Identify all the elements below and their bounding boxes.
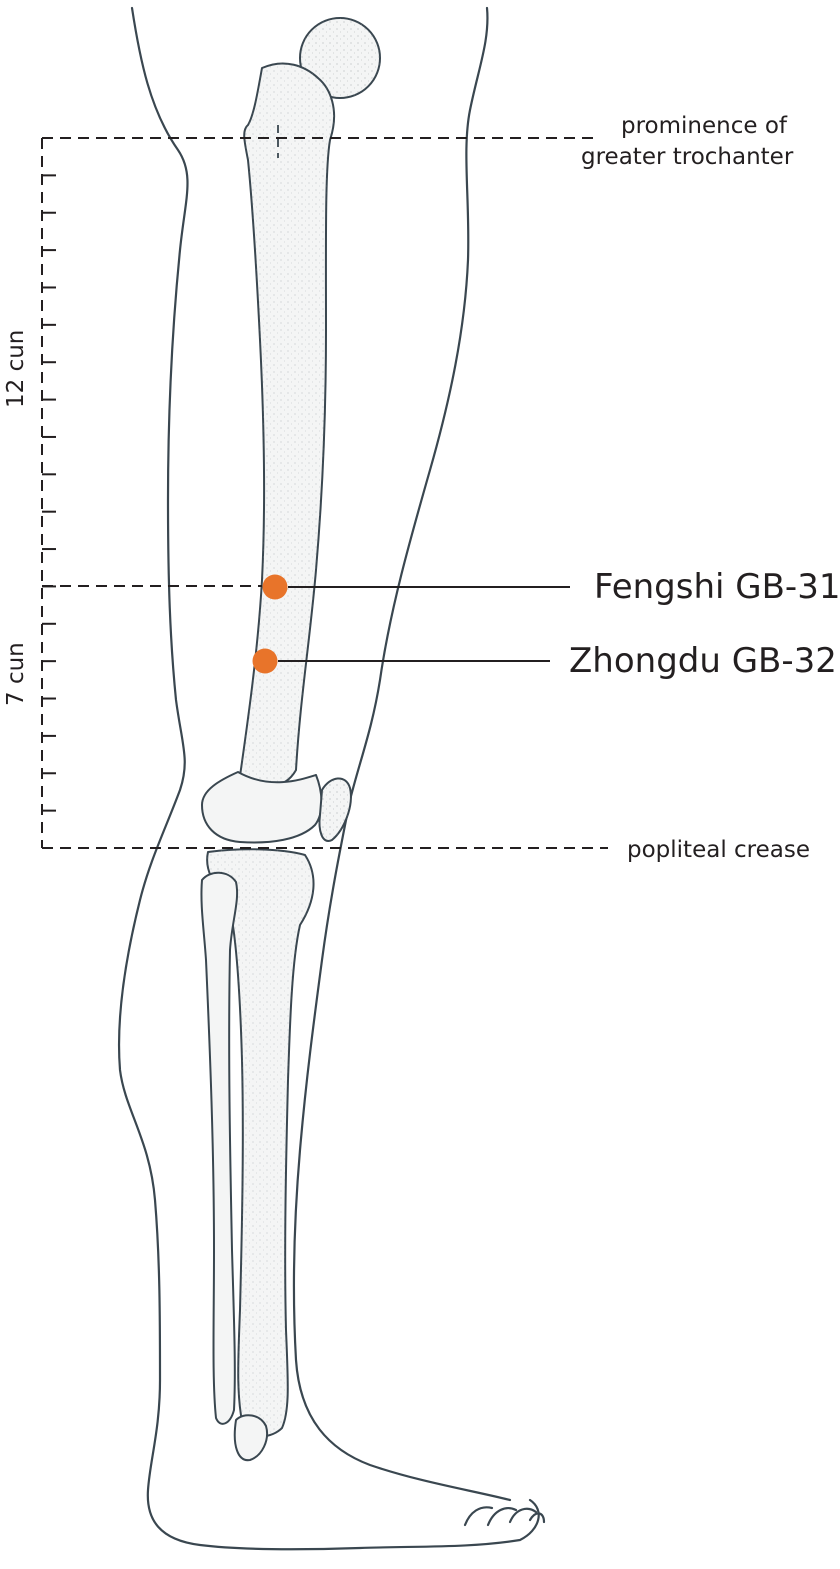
leg-outline	[117, 6, 546, 1551]
trochanter-label-line2: greater trochanter	[581, 144, 794, 170]
gb32-label: Zhongdu GB-32	[569, 641, 837, 681]
patella	[318, 777, 352, 842]
trochanter-label-line1: prominence of	[621, 113, 787, 139]
gb32-point[interactable]	[252, 648, 278, 674]
upper-measure-label: 12 cun	[3, 329, 29, 408]
gb31-label: Fengshi GB-31	[594, 567, 840, 607]
femur	[239, 62, 335, 788]
femoral-head	[299, 17, 381, 99]
lower-measure-label: 7 cun	[3, 642, 29, 706]
scale-ticks	[42, 174, 56, 812]
tibia	[206, 848, 315, 1438]
malleolus	[233, 1414, 268, 1462]
leader-lines	[278, 586, 570, 662]
femoral-condyle	[201, 771, 323, 844]
popliteal-label: popliteal crease	[627, 837, 810, 863]
measurement-guides	[41, 137, 608, 849]
gb31-point[interactable]	[262, 574, 288, 600]
fibula	[200, 871, 239, 1425]
bones	[200, 17, 381, 1462]
